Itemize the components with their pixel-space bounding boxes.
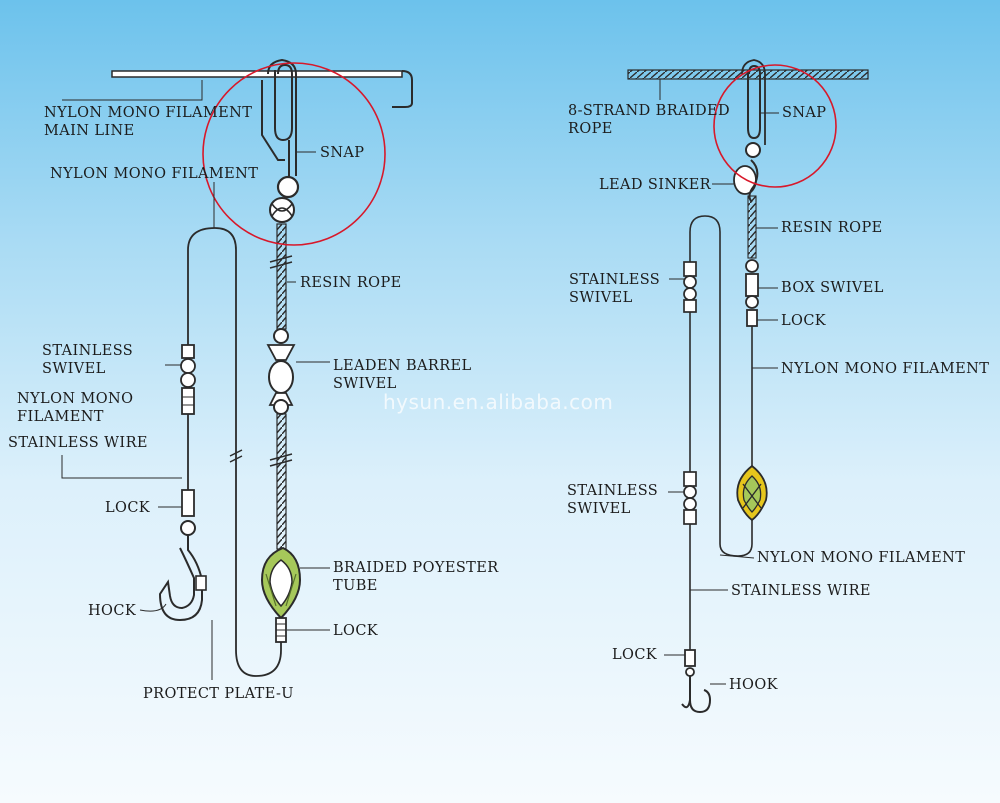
left-braided-tube bbox=[260, 546, 302, 620]
right-stainless-swivel-bottom bbox=[683, 471, 697, 525]
label-right-lock: LOCK bbox=[781, 313, 827, 329]
label-left-lock-2: LOCK bbox=[333, 623, 379, 639]
right-stainless-swivel-top bbox=[683, 261, 697, 313]
label-right-hook: HOOK bbox=[729, 677, 778, 693]
left-snap bbox=[261, 58, 300, 199]
left-knot bbox=[269, 197, 295, 223]
watermark: hysun.en.alibaba.com bbox=[383, 390, 614, 414]
label-right-stainless-wire: STAINLESS WIRE bbox=[731, 583, 871, 599]
left-resin-rope-lower bbox=[276, 413, 287, 550]
label-left-protect-plate: PROTECT PLATE-U bbox=[143, 686, 294, 702]
left-barrel-swivel bbox=[266, 328, 296, 415]
left-hook bbox=[158, 520, 207, 622]
right-hook bbox=[681, 667, 712, 714]
label-left-resin-rope: RESIN ROPE bbox=[300, 275, 402, 291]
left-rig bbox=[111, 58, 413, 677]
label-right-lead-sinker: LEAD SINKER bbox=[599, 177, 712, 193]
label-left-lock: LOCK bbox=[105, 500, 151, 516]
label-left-hock: HOCK bbox=[88, 603, 137, 619]
right-braided-tube bbox=[736, 464, 768, 522]
left-leader-lines bbox=[61, 80, 330, 680]
label-right-snap: SNAP bbox=[782, 105, 827, 121]
right-snap bbox=[741, 59, 766, 158]
label-left-stainless-wire: STAINLESS WIRE bbox=[8, 435, 148, 451]
left-stainless-swivel bbox=[180, 344, 196, 415]
right-leader-lines bbox=[659, 79, 779, 685]
right-rig bbox=[627, 59, 869, 714]
right-mono-filament bbox=[689, 215, 753, 557]
right-resin-rope bbox=[747, 195, 757, 259]
label-right-box-swivel: BOX SWIVEL bbox=[781, 280, 884, 296]
right-box-swivel bbox=[745, 259, 759, 309]
right-lock-upper bbox=[746, 309, 758, 327]
label-right-resin-rope: RESIN ROPE bbox=[781, 220, 883, 236]
left-lock-upper bbox=[181, 489, 195, 517]
label-right-nylon-mono: NYLON MONO FILAMENT bbox=[781, 361, 990, 377]
label-right-nylon-mono-2: NYLON MONO FILAMENT bbox=[757, 550, 966, 566]
right-highlight-circle bbox=[713, 64, 837, 188]
left-resin-rope-upper bbox=[276, 223, 287, 330]
label-left-nylon-mono: NYLON MONO FILAMENT bbox=[50, 166, 259, 182]
left-mono-filament bbox=[187, 227, 282, 677]
left-highlight-circle bbox=[202, 62, 386, 246]
label-right-lock-2: LOCK bbox=[612, 647, 658, 663]
right-lock-lower bbox=[684, 649, 696, 667]
label-left-snap: SNAP bbox=[320, 145, 365, 161]
